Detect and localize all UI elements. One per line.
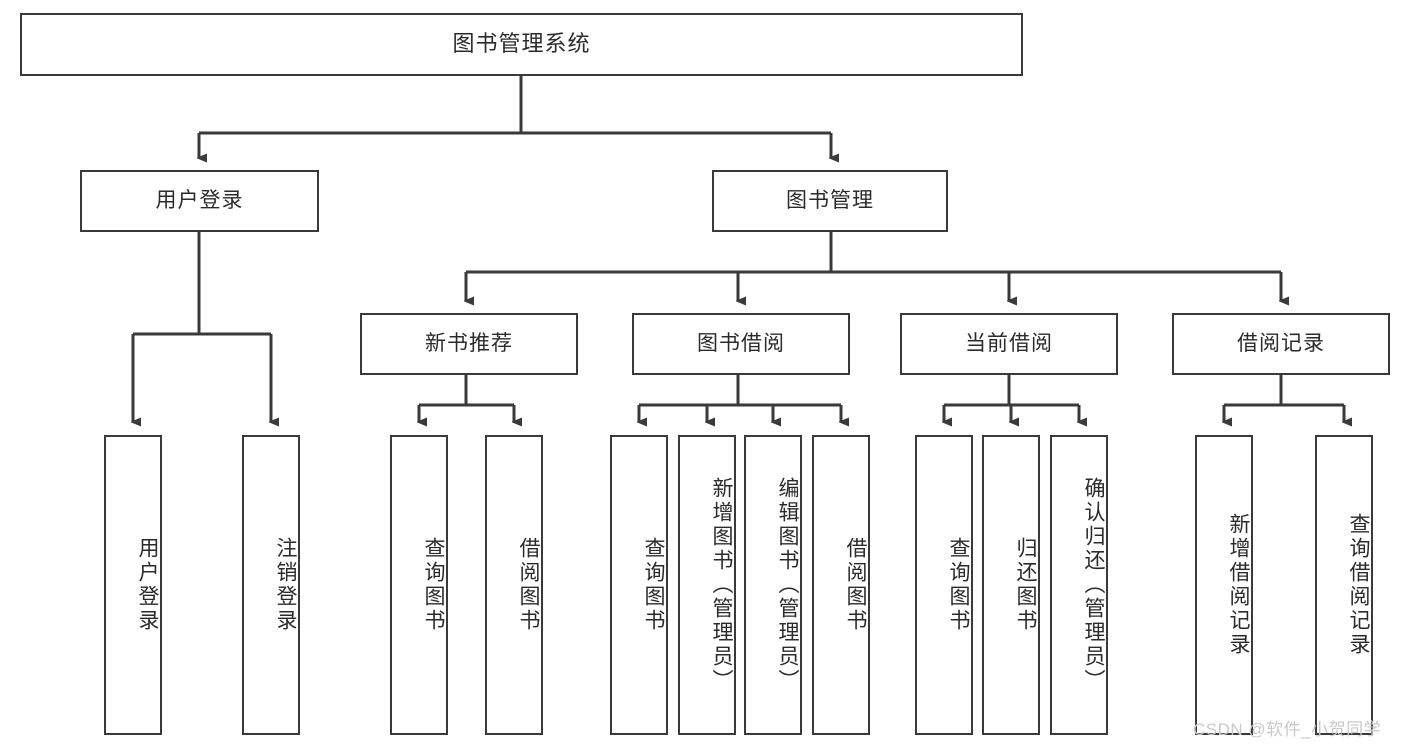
leaf-label: 借阅图书 — [517, 537, 540, 633]
node-leaf-user-logout[interactable]: 注销登录 — [242, 435, 300, 735]
leaf-label: 确认归还（管理员） — [1082, 477, 1105, 693]
node-leaf-add-record[interactable]: 新增借阅记录 — [1195, 435, 1253, 735]
node-leaf-edit-book[interactable]: 编辑图书（管理员） — [744, 435, 802, 735]
node-borrow-record[interactable]: 借阅记录 — [1172, 313, 1390, 375]
leaf-label: 新增图书（管理员） — [710, 477, 733, 693]
node-book-manage[interactable]: 图书管理 — [712, 170, 948, 232]
node-new-book-recommend[interactable]: 新书推荐 — [360, 313, 578, 375]
leaf-label: 新增借阅记录 — [1227, 513, 1250, 657]
node-leaf-query-book-2[interactable]: 查询图书 — [610, 435, 668, 735]
node-root[interactable]: 图书管理系统 — [20, 13, 1023, 76]
node-leaf-return-book[interactable]: 归还图书 — [982, 435, 1040, 735]
node-leaf-add-book[interactable]: 新增图书（管理员） — [678, 435, 736, 735]
leaf-label: 注销登录 — [274, 537, 297, 633]
leaf-label: 查询图书 — [642, 537, 665, 633]
node-leaf-borrow-book-2[interactable]: 借阅图书 — [812, 435, 870, 735]
csdn-watermark: CSDN @软件_小贺同学 — [1193, 720, 1382, 739]
leaf-label: 借阅图书 — [844, 537, 867, 633]
node-leaf-query-book-3[interactable]: 查询图书 — [915, 435, 973, 735]
node-leaf-confirm-return[interactable]: 确认归还（管理员） — [1050, 435, 1108, 735]
node-leaf-query-record[interactable]: 查询借阅记录 — [1315, 435, 1373, 735]
leaf-label: 用户登录 — [136, 537, 159, 633]
leaf-label: 查询图书 — [947, 537, 970, 633]
node-leaf-user-login[interactable]: 用户登录 — [104, 435, 162, 735]
node-leaf-query-book-1[interactable]: 查询图书 — [390, 435, 448, 735]
leaf-label: 查询图书 — [422, 537, 445, 633]
leaf-label: 查询借阅记录 — [1347, 513, 1370, 657]
node-user-login[interactable]: 用户登录 — [80, 170, 319, 232]
leaf-label: 归还图书 — [1014, 537, 1037, 633]
leaf-label: 编辑图书（管理员） — [776, 477, 799, 693]
node-leaf-borrow-book-1[interactable]: 借阅图书 — [485, 435, 543, 735]
node-book-borrow[interactable]: 图书借阅 — [632, 313, 850, 375]
node-current-borrow[interactable]: 当前借阅 — [900, 313, 1118, 375]
